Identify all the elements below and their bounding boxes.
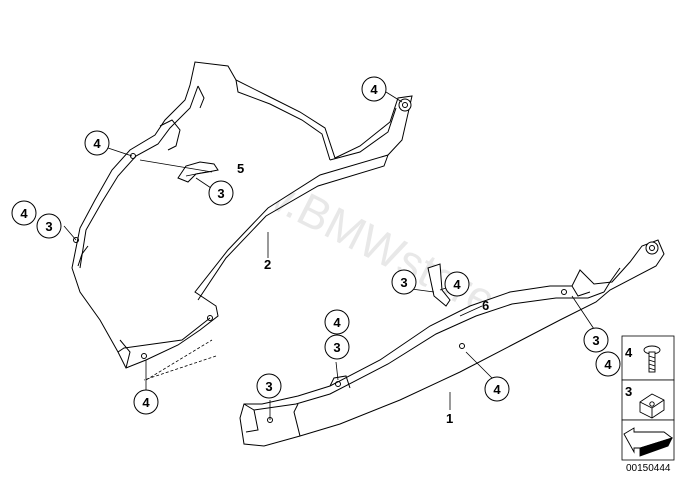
callout-circle: 4 [595,351,621,377]
callout-circle: 4 [84,130,110,156]
screw-icon [643,345,661,373]
callout-circle: 4 [133,389,159,415]
upper-fairing-part [71,61,413,369]
callout-circle: 4 [444,271,470,297]
callout-label: 3 [217,186,224,201]
direction-arrow-icon [623,427,673,457]
callout-label: 3 [400,275,407,290]
callout-label: 3 [333,340,340,355]
callout-label: 3 [592,333,599,348]
callout-label: 4 [142,395,150,410]
callout-circle: 3 [583,327,609,353]
callout-circle: 3 [208,180,234,206]
diagram-code: 00150444 [626,463,671,474]
part-label-1: 1 [446,411,453,426]
callout-label: 4 [370,82,378,97]
callout-circle: 3 [324,334,350,360]
callout-circle: 4 [11,200,37,226]
callout-label: 4 [93,136,101,151]
callout-label: 4 [20,206,28,221]
part-label-6: 6 [482,298,489,313]
callout-circle: 3 [256,373,282,399]
callout-circle: 3 [36,213,62,239]
callout-circle: 3 [391,269,417,295]
callout-label: 4 [453,277,461,292]
callout-label: 4 [493,382,501,397]
bracket-part-6 [427,263,451,307]
clip-nut-icon [639,393,665,419]
legend-box-screw [621,335,675,381]
callouts: 4 4 4 3 3 4 3 4 [11,76,621,415]
callout-label: 3 [45,219,52,234]
part-label-2: 2 [264,257,271,272]
bracket-part-5 [177,161,219,183]
part-label-5: 5 [237,161,244,176]
callout-circle: 4 [361,76,387,102]
lower-side-panel-part [239,239,665,447]
callout-circle: 4 [324,309,350,335]
legend-number: 3 [625,384,632,399]
callout-label: 4 [333,315,341,330]
callout-label: 3 [265,379,272,394]
callout-circle: 4 [484,376,510,402]
callout-label: 4 [604,357,612,372]
legend-number: 4 [625,345,633,360]
legend-panel: 4 3 00150444 [621,335,675,474]
